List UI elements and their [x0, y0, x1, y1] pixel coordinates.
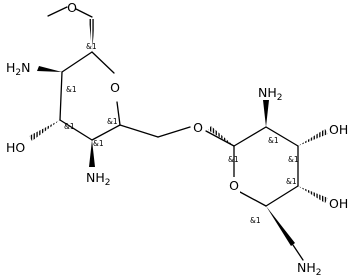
stereo-label-c1p: &1: [228, 155, 239, 164]
bold-wedge-c2-n: [37, 66, 62, 72]
stereo-labels: &1 &1 &1 &1 &1 &1 &1 &1 &1 &1: [64, 42, 299, 225]
ring-oxygen-left: O: [110, 80, 120, 95]
amine-left-bottom: NH2: [86, 170, 110, 188]
atom-labels: O O O O H2N HO NH2 NH2 OH OH NH2: [6, 0, 348, 278]
bond-o-c1: [75, 8, 93, 18]
amine-left-top: H2N: [6, 60, 31, 78]
stereo-label-c3p: &1: [288, 155, 299, 164]
bond-bridge-o-c1p: [205, 130, 235, 147]
bond-ring-o-c5: [116, 101, 121, 126]
right-ring-bonds: [205, 126, 299, 207]
bond-methyl-o: [47, 6, 68, 17]
hash-wedge-c4p-o: [298, 186, 328, 203]
hydroxyl-right-top: OH: [329, 122, 348, 137]
hash-wedge-c3-o: [29, 120, 60, 141]
stereo-label-c1: &1: [86, 42, 97, 51]
glycosidic-oxygen: O: [193, 120, 203, 135]
bond-c4-c5: [91, 124, 121, 141]
bond-c1p-c2p: [233, 126, 267, 147]
bond-c5p-ring-o: [239, 191, 267, 207]
left-ring-bonds: [47, 6, 191, 141]
bold-wedge-c2p-n: [263, 100, 269, 127]
bond-c4p-c5p: [265, 185, 299, 207]
bond-c3-c4: [59, 119, 93, 141]
hydroxyl-right-bottom: OH: [329, 196, 348, 211]
stereo-label-c4: &1: [93, 139, 104, 148]
methoxy-oxygen: O: [67, 0, 77, 15]
bond-c1-ring-o: [91, 51, 115, 74]
stereo-label-c3: &1: [64, 122, 75, 131]
bond-c5-c6: [119, 124, 159, 138]
hydroxyl-left: HO: [6, 140, 25, 155]
stereo-label-c2p: &1: [268, 136, 279, 145]
bond-c2-c3: [59, 71, 63, 121]
amine-right-bottom: NH2: [297, 260, 321, 278]
hash-wedge-c1p-o: [208, 126, 234, 146]
bold-wedge-c5p-c6p: [266, 206, 295, 246]
stereo-label-c2: &1: [66, 85, 77, 94]
stereo-wedges: [29, 19, 328, 261]
bond-c6-bridge-o: [157, 126, 191, 138]
stereo-label-c4p: &1: [286, 177, 297, 186]
hash-wedge-c3p-o: [298, 129, 328, 146]
bold-wedge-c4-n: [89, 140, 95, 167]
hash-wedge-c1-o: [89, 19, 95, 52]
stereo-label-c5: &1: [107, 117, 118, 126]
bond-c6p-n: [292, 244, 304, 261]
amine-right-top: NH2: [258, 85, 282, 103]
bond-c2p-c3p: [265, 126, 299, 147]
ring-oxygen-right: O: [229, 178, 239, 193]
stereo-label-c5p: &1: [250, 216, 261, 225]
bond-c1-c2: [61, 51, 93, 73]
